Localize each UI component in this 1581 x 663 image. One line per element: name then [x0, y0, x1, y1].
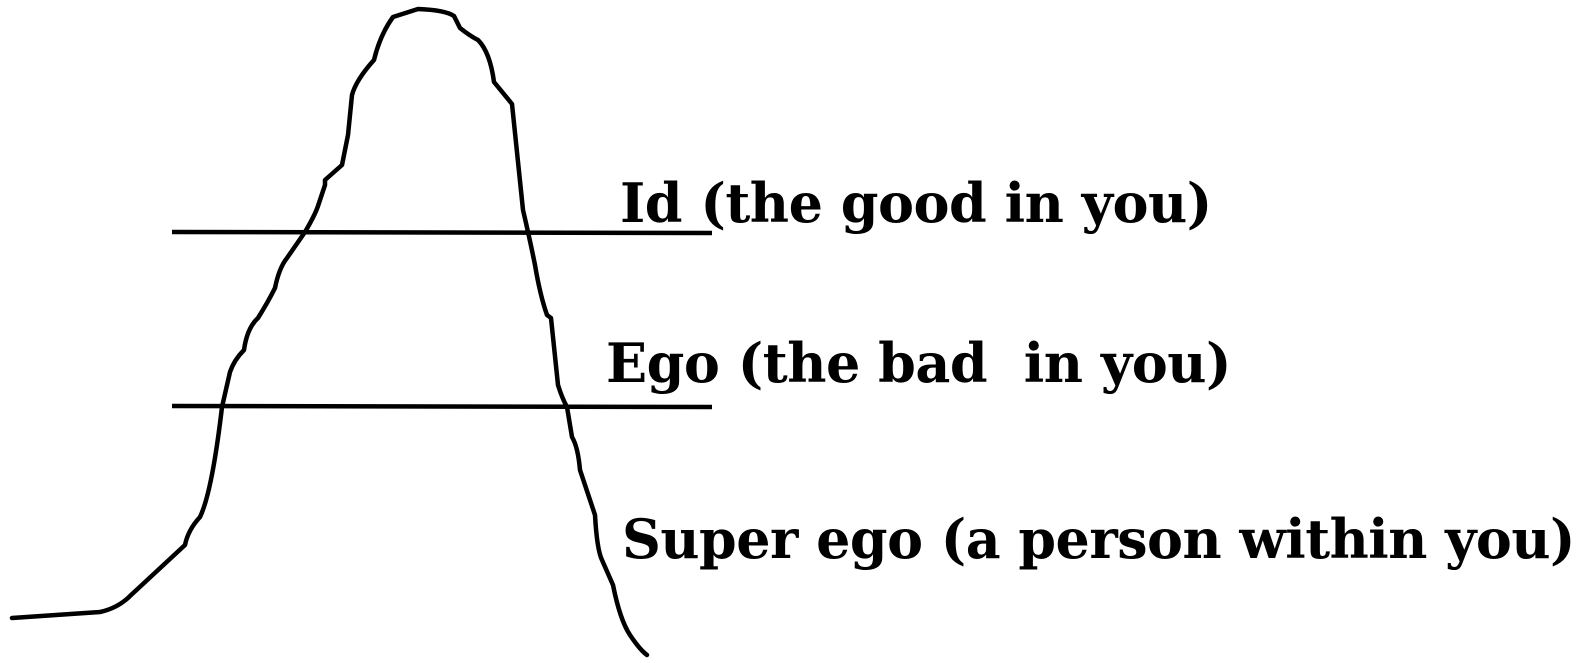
ego-divider-line — [171, 403, 713, 410]
id-divider-line — [171, 229, 713, 236]
ego-label: Ego (the bad in you) — [606, 331, 1231, 395]
mountain-outline — [9, 6, 650, 658]
super-ego-label: Super ego (a person within you) — [622, 507, 1575, 571]
id-label: Id (the good in you) — [620, 171, 1212, 235]
